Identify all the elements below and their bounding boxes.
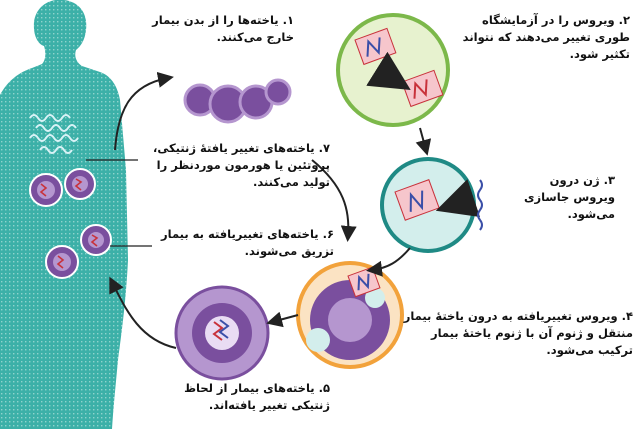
virus-modification-circle: [338, 15, 448, 125]
body-cell: [81, 225, 111, 255]
step-2-label: ۲. ویروس را در آزمایشگاه طوری تغییر می‌د…: [462, 12, 630, 63]
step-5-label: ۵. یاخته‌های بیمار از لحاظ ژنتیکی تغییر …: [160, 380, 330, 414]
gene-insertion-circle: [382, 159, 482, 251]
extracted-cells-cluster: [185, 80, 290, 122]
step-7-label: ۷. یاخته‌های تغییر یافتهٔ ژنتیکی، پروتئی…: [140, 140, 330, 191]
body-cell: [65, 169, 95, 199]
step-1-label: ۱. یاخته‌ها را از بدن بیمار خارج می‌کنند…: [148, 12, 294, 46]
virus-entry-cell: [298, 263, 402, 367]
modified-cell: [176, 287, 268, 379]
step-3-label: ۳. ژن درون ویروس جاسازی می‌شود.: [515, 172, 615, 223]
body-cell: [30, 174, 62, 206]
patient-body-silhouette: [0, 0, 128, 429]
body-cell: [46, 246, 78, 278]
step-4-label: ۴. ویروس تغییریافته به درون یاختهٔ بیمار…: [398, 308, 633, 359]
step-6-label: ۶. یاخته‌های تغییریافته به بیمار تزریق م…: [158, 226, 334, 260]
